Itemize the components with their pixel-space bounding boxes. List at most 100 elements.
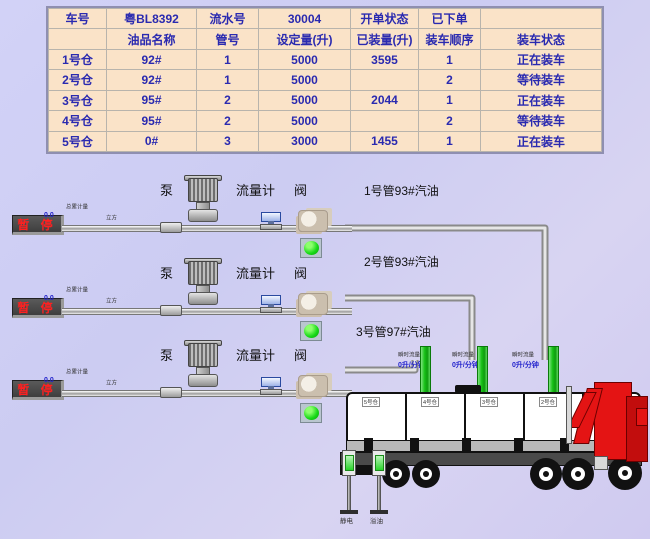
cell-pipe: 2 (196, 110, 259, 132)
pipe-label-line3: 3号管97#汽油 (356, 325, 431, 339)
ground-post-label-static: 静电 (340, 518, 353, 525)
flow-meter-base-icon (260, 307, 282, 313)
green-indicator-icon (303, 241, 319, 255)
pipe-label-line2: 2号管93#汽油 (364, 255, 439, 269)
pump-line2[interactable] (184, 258, 222, 305)
cell-bin: 3号仓 (48, 89, 107, 112)
tank-compartment-label: 4号仓 (421, 397, 440, 407)
trailer-support (462, 438, 471, 452)
ground-post-pole-1 (347, 476, 351, 512)
pump-body-icon (188, 374, 218, 387)
cell-setqty: 5000 (258, 89, 351, 112)
trailer-support (364, 438, 373, 452)
valve-status-led-line3[interactable] (300, 403, 322, 423)
total-label-line2: 总累计量 (66, 287, 89, 294)
ground-post-head-1[interactable] (342, 450, 356, 476)
tank-hatch-icon (455, 385, 481, 393)
flow-meter-line3[interactable] (258, 377, 284, 395)
total-label-line3: 总累计量 (66, 369, 89, 376)
pump-body-icon (188, 292, 218, 305)
cell-loaded (350, 110, 419, 132)
pause-button-line2[interactable]: 暂 停 (12, 298, 64, 318)
trailer-support (560, 438, 569, 452)
table-row: 2号仓 92# 1 5000 2 等待装车 (48, 69, 602, 91)
green-indicator-icon (303, 406, 319, 420)
table-row: 5号仓 0# 3 3000 1455 1 正在装车 (48, 130, 602, 153)
loading-schematic: 暂 停 总累计量 0.0 立方 泵 流量计 阀 1号管93#汽油 暂 停 总累计… (0, 160, 650, 539)
cell-pipe: 1 (196, 69, 259, 91)
tank-compartment-label: 5号仓 (362, 397, 381, 407)
cell-order: 1 (418, 48, 481, 71)
cell-status: 等待装车 (480, 69, 602, 91)
order-status-value: 已下单 (418, 7, 481, 30)
flow-meter-label-line1: 流量计 (236, 183, 276, 198)
main-pipe-line1 (62, 225, 352, 232)
green-indicator-icon (303, 324, 319, 338)
plate-label: 车号 (48, 7, 107, 30)
valve-line1[interactable] (298, 210, 328, 232)
total-value-line3: 0.0 (44, 377, 54, 384)
cell-status: 正在装车 (480, 130, 602, 153)
serial-label: 流水号 (196, 7, 259, 30)
ground-post-base-1 (340, 510, 358, 514)
pause-button-line1[interactable]: 暂 停 (12, 215, 64, 235)
flow-label-riser3: 瞬时流量 (512, 352, 535, 359)
cell-bin: 1号仓 (48, 48, 107, 71)
ground-post-head-2[interactable] (372, 450, 386, 476)
flow-meter-line1[interactable] (258, 212, 284, 230)
hand-valve-line1[interactable] (160, 222, 182, 233)
col-header-4: 已装量(升) (350, 28, 419, 50)
table-header-row: 车号 粤BL8392 流水号 30004 开单状态 已下单 (48, 7, 602, 30)
tractor-bumper (636, 408, 648, 426)
table-column-header-row: 油品名称 管号 设定量(升) 已装量(升) 装车顺序 装车状态 (48, 28, 602, 50)
pump-line1[interactable] (184, 175, 222, 222)
valve-label-line1: 阀 (294, 183, 308, 198)
tank-divider (464, 394, 466, 448)
post-green-indicator-icon (375, 455, 384, 471)
valve-status-led-line2[interactable] (300, 321, 322, 341)
flow-meter-label-line3: 流量计 (236, 348, 276, 363)
cell-order: 1 (418, 89, 481, 112)
cell-status: 正在装车 (480, 48, 602, 71)
total-unit-line3: 立方 (106, 380, 118, 387)
valve-line2[interactable] (298, 293, 328, 315)
cell-bin: 4号仓 (48, 110, 107, 132)
tank-compartment-label: 3号仓 (480, 397, 499, 407)
pump-line3[interactable] (184, 340, 222, 387)
main-pipe-line2 (62, 308, 352, 315)
cell-oil: 92# (106, 48, 197, 71)
hand-valve-line2[interactable] (160, 305, 182, 316)
cell-order: 2 (418, 69, 481, 91)
total-unit-line2: 立方 (106, 298, 118, 305)
plate-value: 粤BL8392 (106, 7, 197, 30)
flow-meter-stem-icon (268, 221, 274, 226)
header-blank-cell (480, 7, 602, 30)
col-header-2: 管号 (196, 28, 259, 50)
pump-motor-icon (188, 178, 218, 202)
pump-label-line3: 泵 (160, 348, 174, 363)
table-row: 4号仓 95# 2 5000 2 等待装车 (48, 110, 602, 132)
flow-meter-base-icon (260, 389, 282, 395)
flow-label-riser1: 瞬时流量 (398, 352, 421, 359)
valve-label-line2: 阀 (294, 266, 308, 281)
cell-bin: 2号仓 (48, 69, 107, 91)
trailer-support (514, 438, 523, 452)
trailer-rear-beam (340, 466, 400, 475)
hand-valve-line3[interactable] (160, 387, 182, 398)
flow-meter-line2[interactable] (258, 295, 284, 313)
valve-status-led-line1[interactable] (300, 238, 322, 258)
cell-loaded (350, 69, 419, 91)
total-value-line1: 0.0 (44, 212, 54, 219)
pause-button-line3[interactable]: 暂 停 (12, 380, 64, 400)
table-row: 3号仓 95# 2 5000 2044 1 正在装车 (48, 89, 602, 112)
post-green-indicator-icon (345, 455, 354, 471)
cell-setqty: 3000 (258, 130, 351, 153)
valve-line3[interactable] (298, 375, 328, 397)
pump-label-line1: 泵 (160, 183, 174, 198)
total-value-line2: 0.0 (44, 295, 54, 302)
flow-meter-base-icon (260, 224, 282, 230)
pump-body-icon (188, 209, 218, 222)
flow-value-riser3: 0升/分钟 (512, 362, 539, 369)
main-pipe-line3 (62, 390, 352, 397)
flow-meter-label-line2: 流量计 (236, 266, 276, 281)
